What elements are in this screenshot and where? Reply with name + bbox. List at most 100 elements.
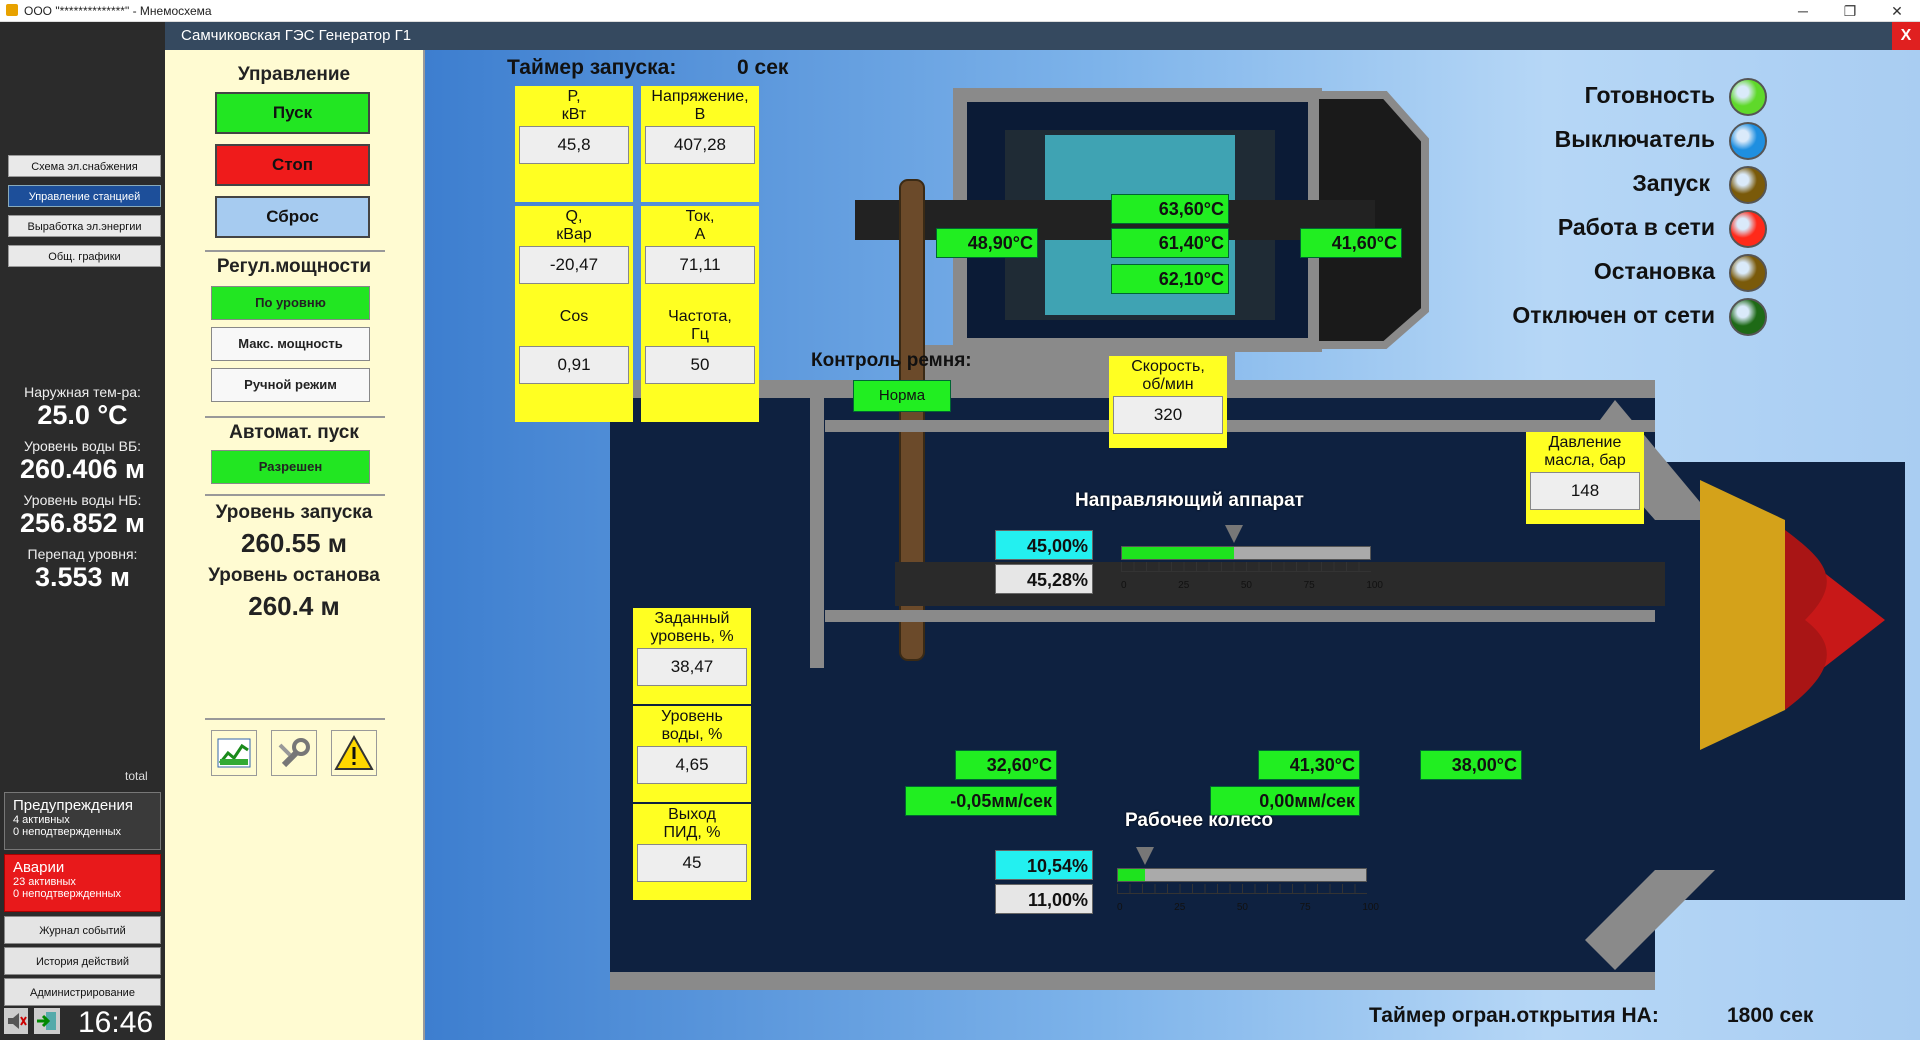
screen-title: Самчиковская ГЭС Генератор Г1 <box>181 27 412 44</box>
oil-pressure-value: 148 <box>1530 472 1640 510</box>
lower-level-label: Уровень воды НБ: <box>23 492 142 508</box>
start-button[interactable]: Пуск <box>215 92 370 134</box>
param-label: P, кВт <box>561 88 587 123</box>
runner-setpoint: 10,54% <box>995 850 1093 880</box>
stop-button[interactable]: Стоп <box>215 144 370 186</box>
level-diff-block: Перепад уровня: 3.553 м <box>0 546 165 593</box>
divider <box>205 416 385 418</box>
close-screen-button[interactable]: X <box>1892 22 1920 50</box>
nav-general-charts[interactable]: Общ. графики <box>8 245 161 267</box>
alarms-panel[interactable]: Аварии 23 активных 0 неподтвержденных <box>4 854 161 912</box>
pid-setpoint-block: Заданный уровень, % 38,47 <box>633 608 751 704</box>
alarms-title: Аварии <box>13 859 65 876</box>
window-close-button[interactable]: ✕ <box>1891 3 1903 19</box>
tick-label: 0 <box>1117 902 1123 913</box>
speaker-icon[interactable] <box>4 1008 28 1034</box>
oil-pressure-label: Давление масла, бар <box>1544 434 1626 469</box>
pid-value: 38,47 <box>637 648 747 686</box>
divider <box>205 718 385 720</box>
pid-label: Уровень воды, % <box>661 708 723 743</box>
shaft-temp-3: 38,00°C <box>1420 750 1522 780</box>
guide-vane-fill <box>1122 547 1234 559</box>
wrench-icon[interactable] <box>271 730 317 776</box>
minimize-button[interactable]: ─ <box>1798 3 1808 19</box>
restore-button[interactable]: ❐ <box>1843 3 1857 19</box>
total-label: total <box>125 769 148 783</box>
param-value: 71,11 <box>645 246 755 284</box>
screen-header: Самчиковская ГЭС Генератор Г1 X <box>165 22 1920 50</box>
mimic-scheme: Таймер запуска: 0 сек P, кВт 45,8 Напряж… <box>425 50 1920 1040</box>
nav-energy-output[interactable]: Выработка эл.энергии <box>8 215 161 237</box>
pid-value: 45 <box>637 844 747 882</box>
level-diff-label: Перепад уровня: <box>27 546 138 562</box>
auto-start-title: Автомат. пуск <box>229 422 359 443</box>
winding-temp-2: 61,40°C <box>1111 228 1229 258</box>
stop-level-label: Уровень останова <box>208 565 380 586</box>
status-disconnected-lamp <box>1729 298 1767 336</box>
logout-icon[interactable] <box>34 1008 60 1034</box>
param-label: Частота, Гц <box>668 308 732 343</box>
by-level-button[interactable]: По уровню <box>211 286 370 320</box>
param-value: 0,91 <box>519 346 629 384</box>
window-title: ООО "**************" - Мнемосхема <box>24 4 212 18</box>
window-titlebar: ООО "**************" - Мнемосхема ─ ❐ ✕ <box>0 0 1920 22</box>
tick-label: 25 <box>1178 580 1190 591</box>
shaft-temp-1: 32,60°C <box>955 750 1057 780</box>
param-cos: Cos 0,91 <box>515 306 633 422</box>
tick-label: 50 <box>1240 580 1252 591</box>
administration-button[interactable]: Администрирование <box>4 978 161 1006</box>
tick-label: 75 <box>1299 902 1311 913</box>
runner-bar <box>1117 847 1367 882</box>
pid-label: Выход ПИД, % <box>663 806 721 841</box>
tick-label: 100 <box>1366 580 1383 591</box>
pid-value: 4,65 <box>637 746 747 784</box>
max-power-button[interactable]: Макс. мощность <box>211 327 370 361</box>
machinery-diagram <box>610 88 1905 990</box>
nav-power-scheme[interactable]: Схема эл.снабжения <box>8 155 161 177</box>
control-title: Управление <box>237 64 351 85</box>
auto-start-allowed-button[interactable]: Разрешен <box>211 450 370 484</box>
warnings-panel[interactable]: Предупреждения 4 активных 0 неподтвержде… <box>4 792 161 850</box>
shaft-vibration-2: 0,00мм/сек <box>1210 786 1360 816</box>
tick-label: 0 <box>1121 580 1127 591</box>
nav-station-control[interactable]: Управление станцией <box>8 185 161 207</box>
shaft-vibration-1: -0,05мм/сек <box>905 786 1057 816</box>
outside-temp-label: Наружная тем-ра: <box>24 384 141 400</box>
manual-mode-button[interactable]: Ручной режим <box>211 368 370 402</box>
status-starting-lamp <box>1729 166 1767 204</box>
runner-label: Рабочее колесо <box>1125 810 1274 831</box>
winding-temp-1: 63,60°C <box>1111 194 1229 224</box>
control-panel: Управление Пуск Стоп Сброс Регул.мощност… <box>165 50 425 1040</box>
shaft-temp-2: 41,30°C <box>1258 750 1360 780</box>
status-grid-lamp <box>1729 210 1767 248</box>
event-log-button[interactable]: Журнал событий <box>4 916 161 944</box>
bearing-temp-right: 41,60°C <box>1300 228 1402 258</box>
tick-label: 50 <box>1236 902 1248 913</box>
param-value: 407,28 <box>645 126 755 164</box>
reset-button[interactable]: Сброс <box>215 196 370 238</box>
param-value: 45,8 <box>519 126 629 164</box>
level-diff-value: 3.553 м <box>34 562 131 592</box>
oil-pressure-block: Давление масла, бар 148 <box>1526 432 1644 524</box>
trend-chart-icon[interactable] <box>211 730 257 776</box>
divider <box>205 250 385 252</box>
alarms-active: 23 активных <box>13 876 76 888</box>
status-starting-label: Запуск <box>1632 170 1710 196</box>
warning-icon[interactable] <box>331 730 377 776</box>
left-panel: Схема эл.снабжения Управление станцией В… <box>0 22 165 1040</box>
tick-label: 75 <box>1303 580 1315 591</box>
checkbox-icon <box>6 4 18 16</box>
action-history-button[interactable]: История действий <box>4 947 161 975</box>
bearing-temp-left: 48,90°C <box>936 228 1038 258</box>
status-ready-label: Готовность <box>1584 82 1715 108</box>
warnings-unack: 0 неподтвержденных <box>13 826 122 838</box>
tick-label: 100 <box>1362 902 1379 913</box>
speed-value: 320 <box>1113 396 1223 434</box>
guide-vane-bar <box>1121 525 1371 560</box>
guide-vane-label: Направляющий аппарат <box>1075 490 1304 511</box>
guide-vane-ticks: 0 25 50 75 100 <box>1121 580 1383 591</box>
status-disconnected-label: Отключен от сети <box>1512 302 1715 328</box>
power-regulation-title: Регул.мощности <box>216 256 372 277</box>
status-breaker-label: Выключатель <box>1554 126 1715 152</box>
upper-level-label: Уровень воды ВБ: <box>23 438 142 454</box>
